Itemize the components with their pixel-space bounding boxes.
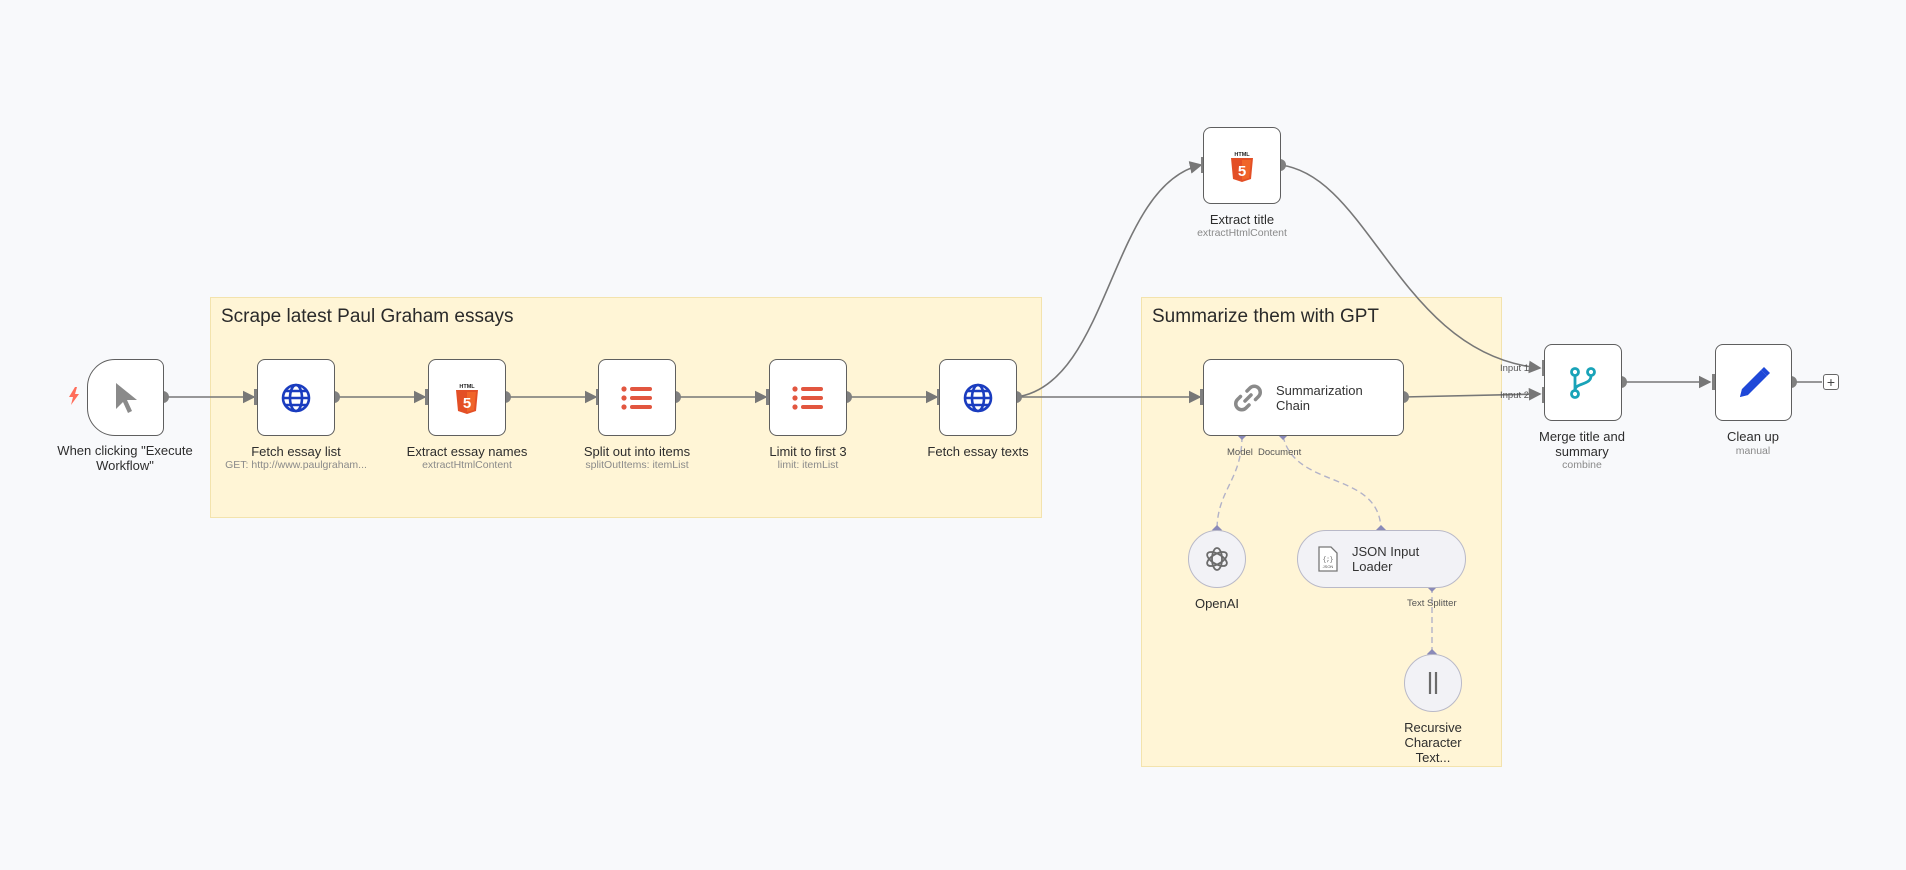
sticky-note-title: Scrape latest Paul Graham essays [221, 306, 514, 327]
globe-icon [280, 382, 312, 414]
list-icon [792, 385, 824, 410]
link-icon [1232, 382, 1264, 414]
cursor-icon [112, 381, 140, 415]
node-subtitle: manual [1735, 445, 1771, 457]
connection [1402, 387, 1542, 401]
node-json-input-loader[interactable]: {;}JSON JSON Input Loader [1297, 530, 1466, 588]
node-label: Merge title and summary [1539, 429, 1625, 459]
node-label: Fetch essay texts [927, 444, 1029, 459]
node-label: When clicking "Execute Workflow" [57, 443, 193, 473]
node-subtitle: GET: http://www.paulgraham... [225, 459, 367, 471]
list-icon [621, 385, 653, 410]
svg-text:{;}: {;} [1323, 556, 1334, 563]
node-clean-up[interactable] [1715, 344, 1792, 421]
node-subtitle: splitOutItems: itemList [585, 459, 689, 471]
svg-text:5: 5 [463, 395, 471, 412]
port-label-input2: Input 2 [1500, 390, 1530, 401]
node-label: Limit to first 3 [769, 444, 847, 459]
port-label-input1: Input 1 [1500, 363, 1530, 374]
node-fetch-essay-list[interactable] [257, 359, 335, 436]
port-label-model: Model [1227, 447, 1253, 458]
add-node-button[interactable]: + [1823, 374, 1839, 390]
node-label: OpenAI [1194, 596, 1240, 611]
connection [1279, 164, 1542, 374]
globe-icon [962, 382, 994, 414]
trigger-bolt-icon [68, 387, 80, 410]
node-openai[interactable] [1188, 530, 1246, 588]
svg-text:5: 5 [1238, 163, 1246, 180]
text-splitter-icon [1426, 670, 1440, 696]
node-extract-essay-names[interactable]: HTML 5 [428, 359, 506, 436]
node-limit[interactable] [769, 359, 847, 436]
sticky-note-scrape[interactable]: Scrape latest Paul Graham essays [210, 297, 1042, 518]
node-label: Summarization Chain [1276, 382, 1363, 413]
node-label: Fetch essay list [251, 444, 341, 459]
html5-icon: HTML 5 [455, 382, 479, 414]
pencil-icon [1737, 366, 1771, 400]
port-label-document: Document [1258, 447, 1302, 458]
html5-icon: HTML 5 [1230, 150, 1254, 182]
node-split-out-items[interactable] [598, 359, 676, 436]
port-label-text-splitter: Text Splitter [1407, 598, 1457, 609]
sticky-note-title: Summarize them with GPT [1152, 306, 1379, 327]
node-label: Extract title [1209, 212, 1275, 227]
merge-icon [1569, 366, 1597, 399]
node-label: Recursive Character Text... [1404, 720, 1462, 765]
node-recursive-text-splitter[interactable] [1404, 654, 1462, 712]
connection-document [1282, 435, 1382, 531]
node-summarization-chain[interactable]: Summarization Chain [1203, 359, 1404, 436]
node-subtitle: extractHtmlContent [422, 459, 512, 471]
connection [1015, 161, 1203, 398]
node-label: Split out into items [583, 444, 691, 459]
json-file-icon: {;}JSON [1318, 546, 1338, 572]
node-merge[interactable] [1544, 344, 1622, 421]
node-label: Clean up [1726, 429, 1780, 444]
connection-model [1216, 435, 1243, 531]
node-fetch-essay-texts[interactable] [939, 359, 1017, 436]
svg-text:JSON: JSON [1323, 564, 1334, 569]
node-label: Extract essay names [406, 444, 528, 459]
svg-text:HTML: HTML [459, 384, 475, 390]
node-subtitle: extractHtmlContent [1197, 227, 1287, 239]
node-subtitle: combine [1562, 459, 1602, 471]
openai-icon [1203, 545, 1231, 573]
node-label: JSON Input Loader [1352, 544, 1420, 574]
node-subtitle: limit: itemList [777, 459, 839, 471]
node-manual-trigger[interactable] [87, 359, 164, 436]
node-extract-title[interactable]: HTML 5 [1203, 127, 1281, 204]
svg-text:HTML: HTML [1234, 152, 1250, 158]
